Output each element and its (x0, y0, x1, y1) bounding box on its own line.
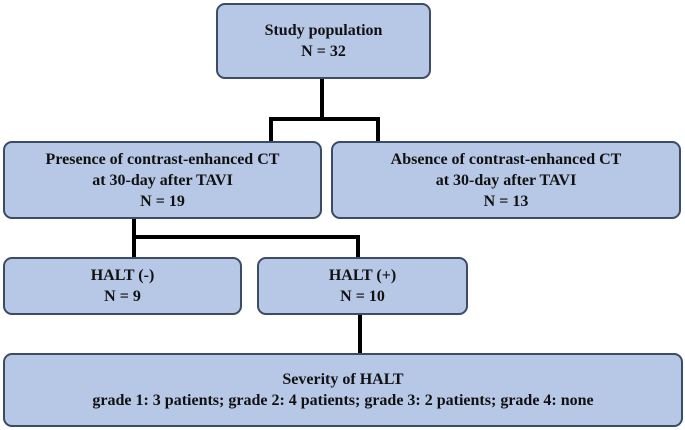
absence-ct-line1: Absence of contrast-enhanced CT (390, 150, 622, 168)
halt-negative-count: N = 9 (104, 288, 141, 305)
study-population-count: N = 32 (301, 43, 346, 60)
presence-ct-box: Presence of contrast-enhanced CT at 30-d… (3, 141, 322, 219)
halt-positive-count: N = 10 (340, 288, 385, 305)
halt-positive-title: HALT (+) (328, 267, 397, 284)
absence-ct-line2: at 30-day after TAVI (435, 171, 577, 189)
severity-title: Severity of HALT (282, 371, 404, 388)
severity-details: grade 1: 3 patients; grade 2: 4 patients… (92, 392, 594, 409)
halt-negative-title: HALT (-) (90, 267, 155, 284)
study-population-title: Study population (264, 22, 383, 39)
halt-negative-box: HALT (-) N = 9 (3, 257, 242, 315)
absence-ct-box: Absence of contrast-enhanced CT at 30-da… (331, 141, 681, 219)
presence-ct-count: N = 19 (140, 192, 185, 210)
halt-positive-box: HALT (+) N = 10 (257, 257, 468, 315)
absence-ct-count: N = 13 (483, 192, 529, 210)
severity-box: Severity of HALT grade 1: 3 patients; gr… (3, 353, 683, 427)
presence-ct-line2: at 30-day after TAVI (92, 171, 233, 189)
study-population-box: Study population N = 32 (216, 3, 431, 79)
presence-ct-line1: Presence of contrast-enhanced CT (45, 150, 280, 168)
